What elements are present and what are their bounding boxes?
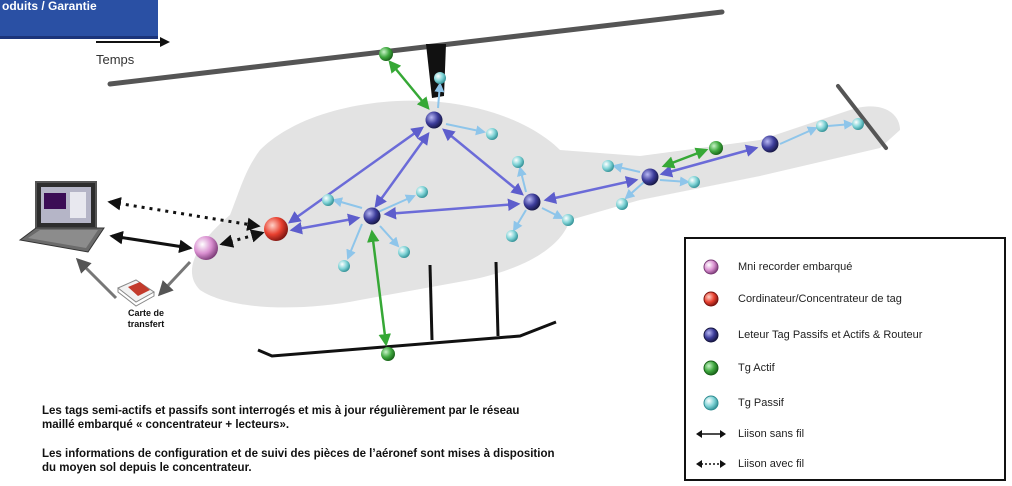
passive-tag [322,194,334,206]
passive-tag [512,156,524,168]
passive-link [612,162,641,173]
passive-tag [816,120,828,132]
passive-tags [322,72,864,272]
active-tag-tail [709,141,723,155]
reader-right [523,193,541,211]
tail-rotor-blade [836,84,888,150]
legend-item-passive-tag: Tg Passif [696,392,784,414]
caption-line: Les informations de configuration et de … [42,448,555,460]
legend: Mni recorder embarqué Cordinateur/Concen… [684,237,1006,481]
wired-link-laptop-coordinator [107,197,261,231]
passive-tag [486,128,498,140]
passive-link [779,126,818,145]
legend-label: Liison avec fil [738,458,805,470]
reader-tail-2 [761,135,779,153]
legend-label: Mni recorder embarqué [738,261,853,273]
passive-link [624,181,645,200]
legend-item-recorder: Mni recorder embarqué [696,256,852,278]
mesh-link-reader-mid-reader-top [374,131,430,209]
coordinator-node [264,217,288,241]
passive-link [512,209,527,232]
passive-link [517,166,527,193]
recorder-circle-icon [696,256,726,278]
passive-link [434,82,445,109]
passive-link [827,119,854,130]
transfer-arrow-recorder-card [157,260,192,297]
legend-item-active-tag: Tg Actif [696,357,775,379]
legend-item-wired: Liison avec fil [696,453,804,475]
header-banner-text: oduits / Garantie [2,0,97,13]
reader-mid [363,207,381,225]
passive-link [445,123,486,136]
mesh-link-reader-right-reader-tail1 [543,176,639,204]
time-axis-arrow [96,37,170,47]
legend-item-wireless: Liison sans fil [696,423,804,445]
mesh-link-coordinator-reader-mid [289,213,361,235]
passive-link [541,207,564,219]
coordinator-circle-icon [696,288,726,310]
legend-item-reader: Leteur Tag Passifs et Actifs & Routeur [696,324,922,346]
rotor-mast [426,44,446,98]
passive-tag [852,118,864,130]
active-link-skid-tag [367,229,391,347]
mesh-link-reader-mid-reader-right [383,198,521,220]
skid-strut-front [428,264,434,341]
active-tag-rotor [379,47,393,61]
legend-label: Tg Actif [738,362,775,374]
legend-label: Cordinateur/Concentrateur de tag [738,293,902,305]
legend-label: Tg Passif [738,397,784,409]
mesh-link-reader-tail1-reader-tail2 [659,144,759,178]
passive-link [379,225,400,248]
reader-top [425,111,443,129]
passive-tag [616,198,628,210]
wireless-link-laptop-recorder [109,230,193,254]
reader-circle-icon [696,324,726,346]
passive-link [332,197,363,209]
caption-line: du moyen sol depuis le concentrateur. [42,462,252,474]
mesh-link-reader-top-reader-right [442,128,524,196]
transfer-card-label-line2: transfert [127,319,165,329]
active-link-tail-tag [661,147,709,169]
dotted-double-arrow-icon [696,453,726,475]
passive-tag [398,246,410,258]
passive-tag [416,186,428,198]
legend-label: Leteur Tag Passifs et Actifs & Routeur [738,329,923,341]
transfer-card-label: Carte de transfert [118,308,174,330]
main-rotor-blade [107,9,725,87]
passive-tag [562,214,574,226]
passive-tag [602,160,614,172]
transfer-card-icon [117,279,155,307]
passive-link [659,176,690,187]
passive-tag [688,176,700,188]
laptop-icon [18,181,105,253]
passive-tag [506,230,518,242]
active-tag-circle-icon [696,357,726,379]
wired-link-coordinator-recorder [219,229,265,248]
transfer-arrow-card-laptop [75,257,118,300]
legend-label: Liison sans fil [738,428,805,440]
passive-link [346,223,363,260]
reader-tail-1 [641,168,659,186]
caption-line: Les tags semi-actifs et passifs sont int… [42,405,520,417]
legend-item-coordinator: Cordinateur/Concentrateur de tag [696,288,902,310]
time-axis-label: Temps [96,52,135,67]
active-link-rotor-tag [388,60,430,110]
active-tag-skid [381,347,395,361]
landing-skid [257,320,557,358]
mini-recorder-node [194,236,218,260]
caption-paragraph-1: Les tags semi-actifs et passifs sont int… [42,404,692,432]
passive-link [377,194,416,213]
header-banner: oduits / Garantie [0,0,158,39]
passive-tag [338,260,350,272]
passive-tag [434,72,446,84]
transfer-card-label-line1: Carte de [127,308,164,318]
caption-paragraph-2: Les informations de configuration et de … [42,447,692,475]
skid-strut-rear [494,261,500,337]
caption-line: maillé embarqué « concentrateur + lecteu… [42,419,290,431]
solid-double-arrow-icon [696,423,726,445]
passive-tag-circle-icon [696,392,726,414]
